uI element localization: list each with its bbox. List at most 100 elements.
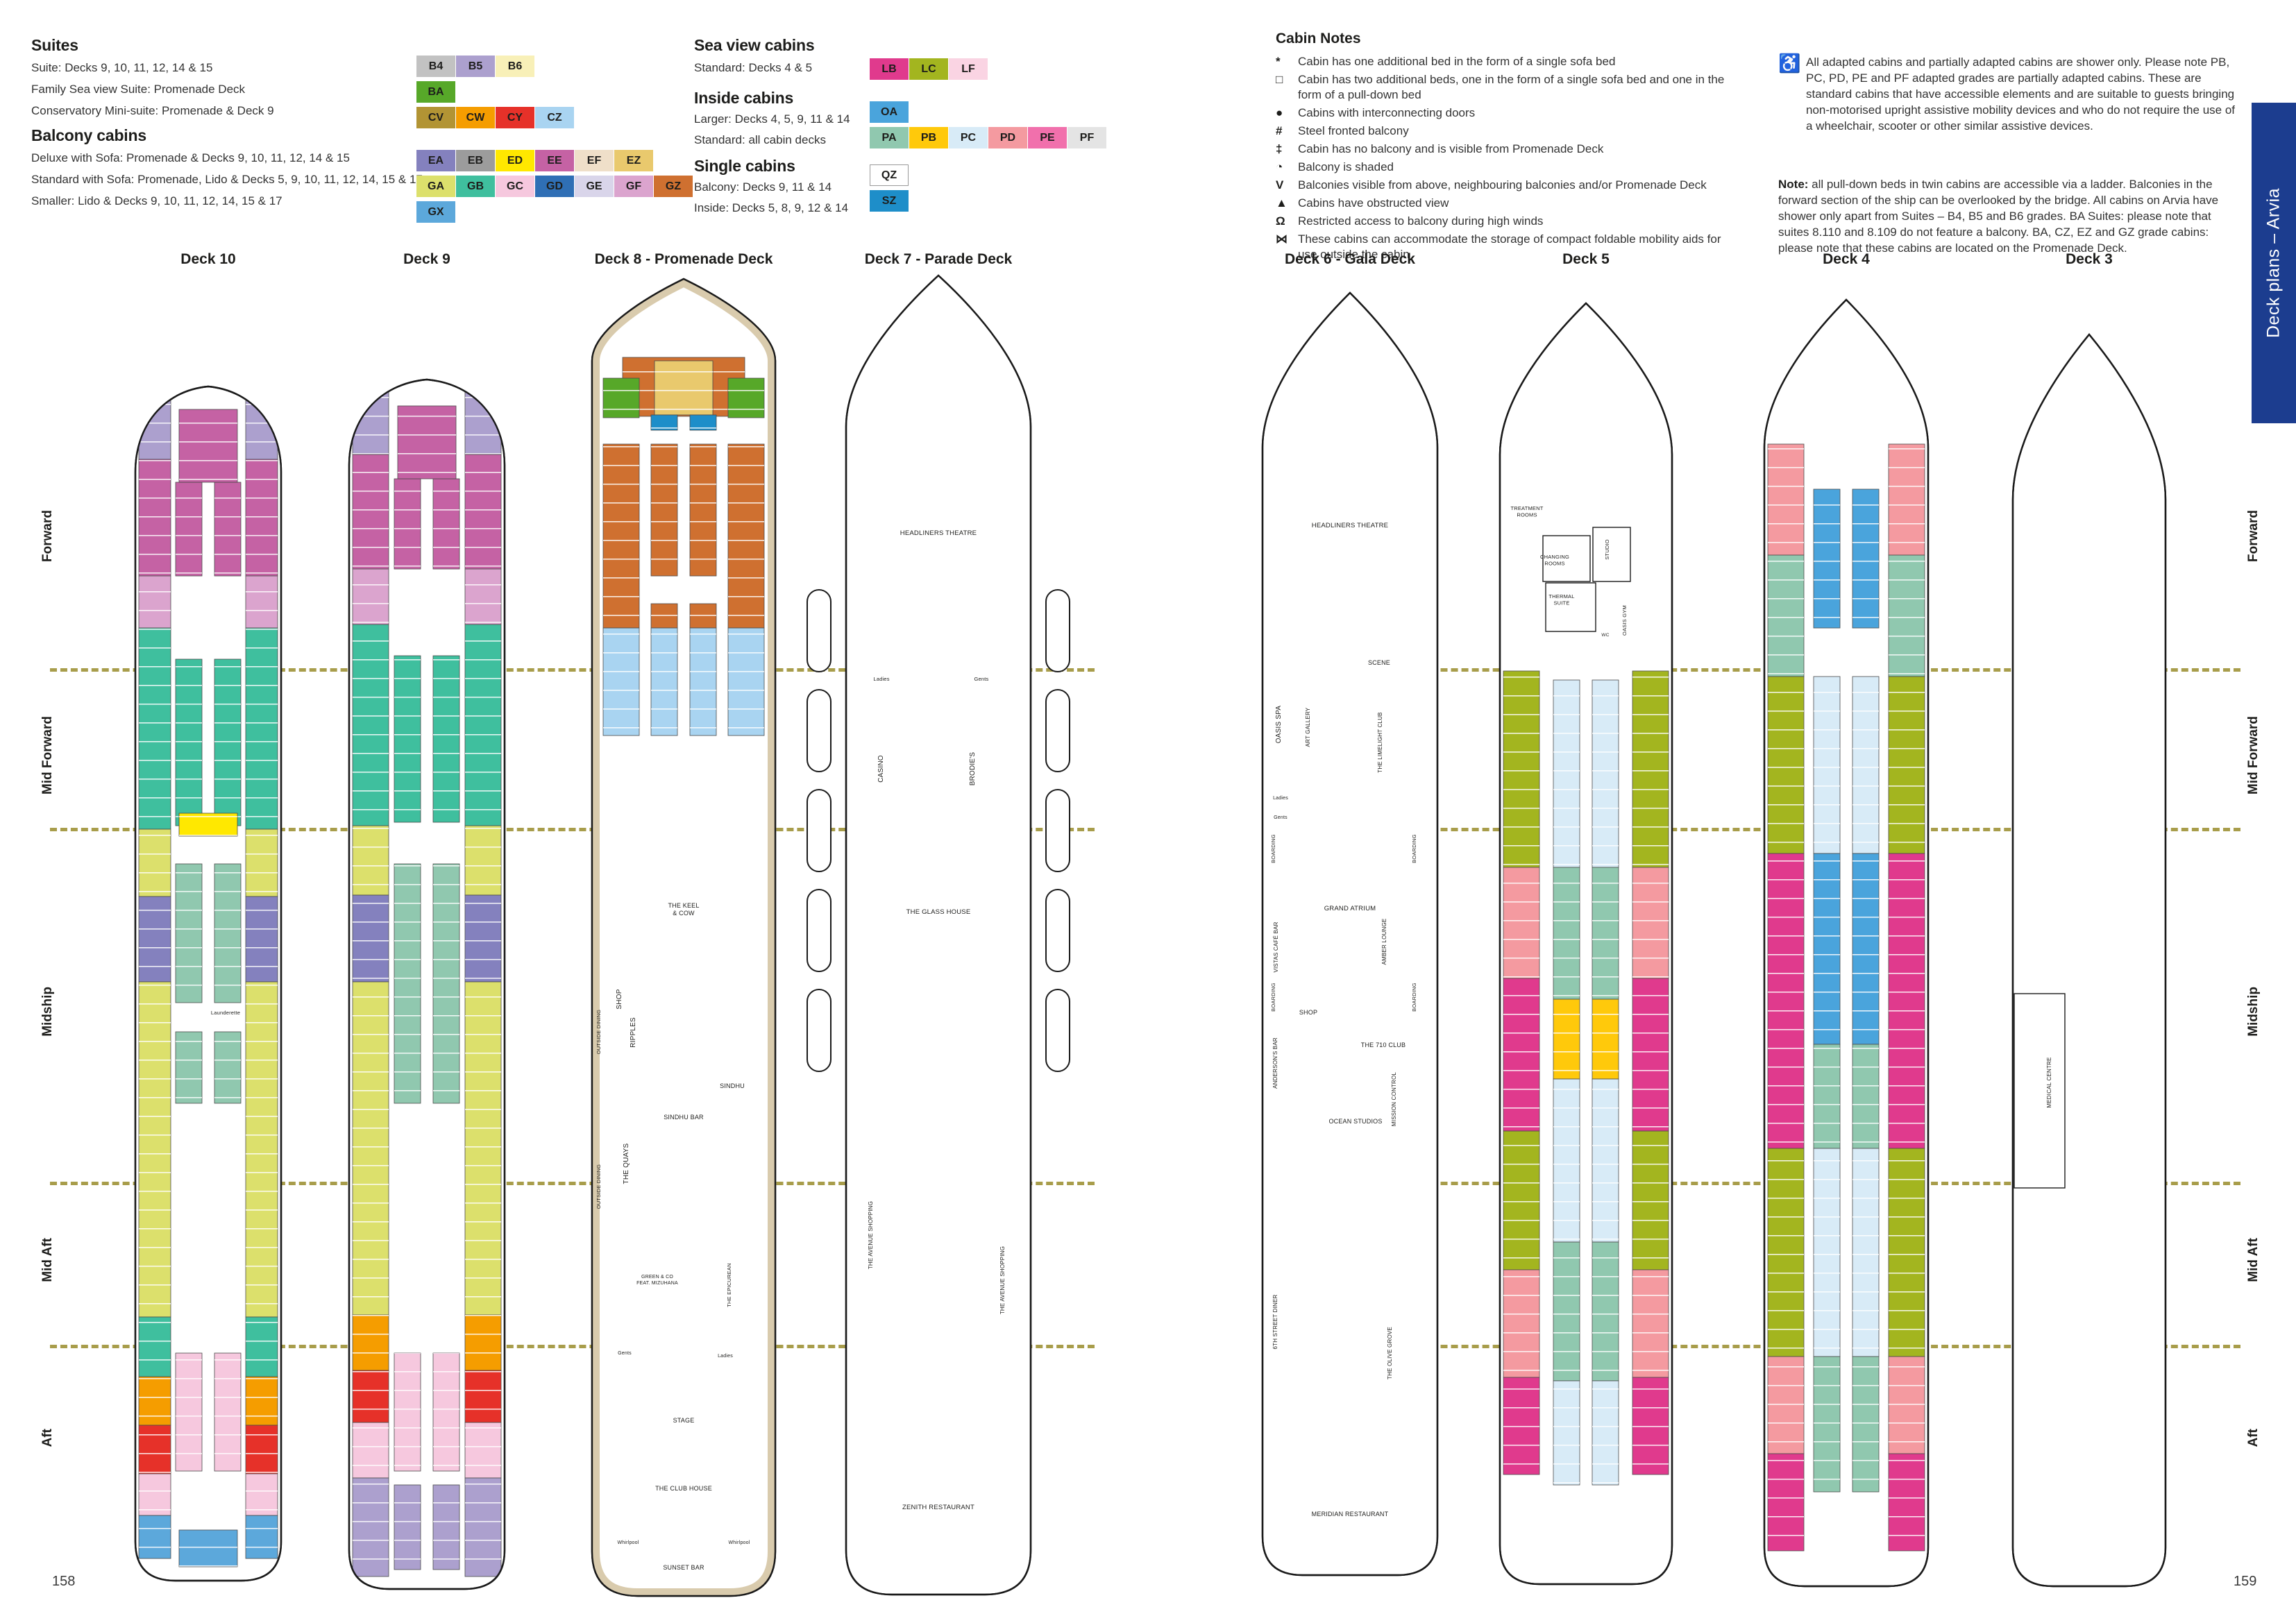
section-label-mid-forward: Mid Forward <box>2246 716 2261 794</box>
cabin-note-item: Ω Restricted access to balcony during hig… <box>1276 214 1748 229</box>
section-divider-line <box>50 828 1095 831</box>
deck-6-label-boarding: BOARDING <box>1411 834 1417 863</box>
grade-swatch-QZ: QZ <box>870 164 909 186</box>
page-number-left: 158 <box>52 1574 76 1589</box>
cabin-note-symbol: # <box>1276 124 1283 137</box>
seaview-line: Standard: Decks 4 & 5 <box>694 61 813 74</box>
suites-line: Suite: Decks 9, 10, 11, 12, 14 & 15 <box>31 61 213 74</box>
section-label-forward: Forward <box>2246 510 2261 562</box>
general-note-bold: Note: <box>1778 178 1809 191</box>
grade-swatch-EZ: EZ <box>614 150 653 171</box>
section-label-mid-aft: Mid Aft <box>40 1238 55 1282</box>
deck-6-label-amber-lounge: AMBER LOUNGE <box>1381 919 1387 965</box>
section-divider-line <box>1274 828 2240 831</box>
grade-swatch-OA: OA <box>870 101 909 123</box>
deck-6-label-ladies: Ladies <box>1273 796 1288 801</box>
deck-6-label-vistas-caf-bar: VISTAS CAFÉ BAR <box>1273 921 1279 972</box>
section-divider-line <box>1274 668 2240 672</box>
grade-swatch-EE: EE <box>535 150 574 171</box>
deck-9-title: Deck 9 <box>403 251 450 267</box>
balcony-line: Deluxe with Sofa: Promenade & Decks 9, 1… <box>31 151 350 164</box>
grade-swatch-GA: GA <box>416 176 455 197</box>
wheelchair-icon: ♿ <box>1778 53 1801 74</box>
cabin-note-item: #Steel fronted balcony <box>1276 124 1748 139</box>
deck-6-label-mission-control: MISSION CONTROL <box>1391 1072 1397 1126</box>
cabin-note-item: ● Cabins with interconnecting doors <box>1276 105 1748 121</box>
deck-10-plan: Launderette <box>134 385 282 1582</box>
deck-7-label-gents: Gents <box>974 676 988 682</box>
deck-8-label-outside-dining: OUTSIDE DINING <box>596 1164 602 1209</box>
deck-6-label-meridian-restaurant: MERIDIAN RESTAURANT <box>1312 1511 1389 1518</box>
deck-7-label-the-avenue-shopping: THE AVENUE SHOPPING <box>868 1201 874 1269</box>
cabin-note-item: ◔Balcony is shaded <box>1276 160 1748 175</box>
grade-swatch-PC: PC <box>949 127 988 148</box>
general-note: Note: all pull-down beds in twin cabins … <box>1778 176 2236 256</box>
deck-8-label-sunset-bar: SUNSET BAR <box>663 1564 704 1571</box>
deck-8-label-sindhu: SINDHU <box>720 1082 745 1089</box>
section-label-aft: Aft <box>40 1429 55 1447</box>
cabin-note-item: ⋈These cabins can accommodate the storag… <box>1276 232 1748 262</box>
deck-6-label-ocean-studios: OCEAN STUDIOS <box>1328 1118 1382 1125</box>
cabin-note-symbol: ● <box>1276 106 1283 119</box>
section-divider-line <box>50 668 1095 672</box>
deck-3-label-medical-centre: MEDICAL CENTRE <box>2046 1057 2052 1107</box>
section-label-mid-forward: Mid Forward <box>40 716 55 794</box>
deck-6-label-oasis-spa: OASIS SPA <box>1275 706 1283 744</box>
grade-swatch-PE: PE <box>1028 127 1067 148</box>
grade-swatch-PB: PB <box>909 127 948 148</box>
section-label-forward: Forward <box>40 510 55 562</box>
cabin-note-text: Cabins with interconnecting doors <box>1298 106 1476 119</box>
deck-6-label-anderson-s-bar: ANDERSON'S BAR <box>1272 1037 1278 1089</box>
suites-line: Conservatory Mini-suite: Promenade & Dec… <box>31 104 274 117</box>
cabin-note-item: V Balconies visible from above, neighbour… <box>1276 178 1748 193</box>
grade-swatch-EF: EF <box>575 150 614 171</box>
deck-9-plan <box>348 378 506 1590</box>
grade-swatch-BA: BA <box>416 81 455 103</box>
deck-5-label-wc: WC <box>1601 633 1609 638</box>
cabin-note-text: Balcony is shaded <box>1298 160 1394 173</box>
cabin-note-text: Balconies visible from above, neighbouri… <box>1298 178 1707 192</box>
inside-line: Standard: all cabin decks <box>694 133 826 146</box>
cabin-note-text: Restricted access to balcony during high… <box>1298 214 1544 228</box>
grade-swatch-CW: CW <box>456 107 495 128</box>
cabin-note-symbol: V <box>1276 178 1284 192</box>
cabin-note-text: These cabins can accommodate the storage… <box>1298 232 1721 261</box>
grade-swatch-LB: LB <box>870 58 909 80</box>
deck-8-label-the-keel-cow: THE KEEL& COW <box>668 902 699 917</box>
grade-swatch-GF: GF <box>614 176 653 197</box>
deck-7-label-brodie-s: BRODIE'S <box>969 752 977 786</box>
grade-swatch-GE: GE <box>575 176 614 197</box>
section-label-aft: Aft <box>2246 1429 2261 1447</box>
deck-3-plan: MEDICAL CENTRE <box>2011 333 2167 1588</box>
section-label-midship: Midship <box>2246 987 2261 1037</box>
deck-8-label-outside-dining: OUTSIDE DINING <box>596 1010 602 1054</box>
deck-10-title: Deck 10 <box>180 251 236 267</box>
cabin-note-item: *Cabin has one additional bed in the for… <box>1276 54 1748 69</box>
cabin-note-symbol: ‡ <box>1276 142 1283 155</box>
deck-8-label-gents: Gents <box>618 1351 632 1356</box>
cabin-note-symbol: Ω <box>1276 214 1285 228</box>
cabin-notes-title: Cabin Notes <box>1276 31 1361 46</box>
cabin-note-symbol: □ <box>1276 73 1283 86</box>
section-divider-line <box>1274 1182 2240 1185</box>
deck-8-label-the-epicurean: THE EPICUREAN <box>726 1263 732 1307</box>
balcony-heading: Balcony cabins <box>31 126 146 144</box>
section-label-midship: Midship <box>40 987 55 1037</box>
suites-line: Family Sea view Suite: Promenade Deck <box>31 83 246 96</box>
deck-7-label-zenith-restaurant: ZENITH RESTAURANT <box>902 1504 974 1511</box>
grade-swatch-B6: B6 <box>496 56 534 77</box>
deck-6-label-headliners-theatre: HEADLINERS THEATRE <box>1312 522 1388 529</box>
single-line: Balcony: Decks 9, 11 & 14 <box>694 180 832 194</box>
deck-8-label-ripples: RIPPLES <box>630 1017 637 1048</box>
grade-swatch-PA: PA <box>870 127 909 148</box>
seaview-heading: Sea view cabins <box>694 36 815 54</box>
